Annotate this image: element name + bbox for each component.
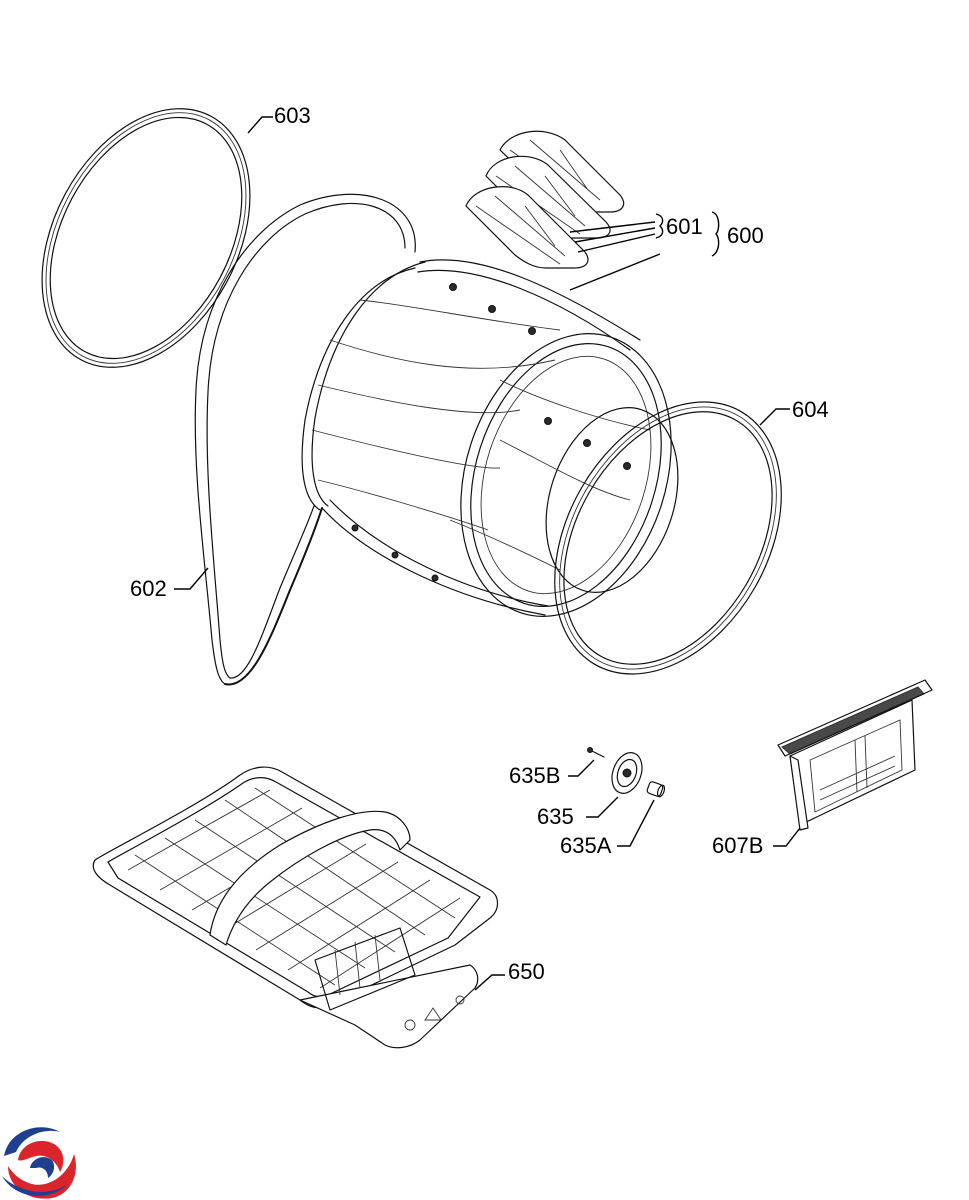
- part-635a-roller-axle[interactable]: [646, 781, 666, 798]
- part-635b-screw[interactable]: [587, 747, 605, 758]
- callout-602: 602: [130, 576, 167, 601]
- callout-604: 604: [792, 397, 829, 422]
- callout-600: 600: [727, 223, 764, 248]
- part-600-drum-assembly[interactable]: [301, 259, 706, 644]
- brand-swirl-logo-icon: [2, 1126, 76, 1199]
- part-607b-lint-filter[interactable]: [777, 679, 933, 831]
- part-602-drive-belt[interactable]: [194, 193, 416, 686]
- part-603-rear-seal[interactable]: [0, 73, 292, 403]
- callout-635: 635: [537, 804, 574, 829]
- part-604-front-seal[interactable]: [508, 362, 827, 715]
- callout-635a: 635A: [560, 833, 612, 858]
- part-635-drum-roller[interactable]: [607, 748, 648, 797]
- callout-601: 601: [666, 214, 703, 239]
- part-601-drum-baffles[interactable]: [465, 130, 625, 269]
- baffle-3: [465, 186, 589, 269]
- part-650-drying-rack[interactable]: [92, 766, 499, 1049]
- callout-603: 603: [274, 103, 311, 128]
- leader-lines: [174, 116, 801, 991]
- callout-607b: 607B: [712, 833, 763, 858]
- callout-635b: 635B: [509, 763, 560, 788]
- callout-650: 650: [508, 959, 545, 984]
